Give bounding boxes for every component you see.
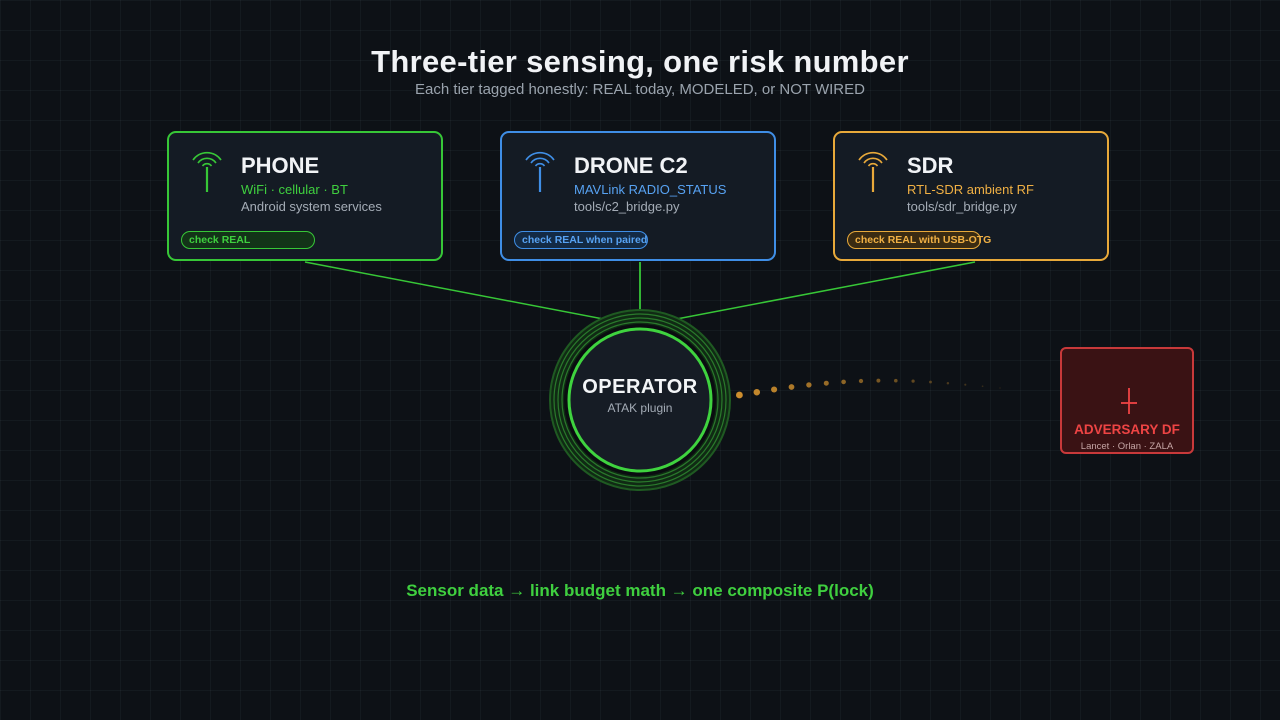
status-badge: check REAL [181,231,315,249]
diagram-subtitle: Each tier tagged honestly: REAL today, M… [415,81,865,98]
tier-detail: tools/c2_bridge.py [574,199,680,214]
tier-name: PHONE [241,153,320,178]
emission-dot [841,379,846,385]
tier-name: DRONE C2 [574,153,688,178]
tier-sources: WiFi · cellular · BT [241,182,348,197]
emission-dot [999,387,1001,389]
emission-dot [735,391,743,399]
emission-dots [718,378,1001,402]
tier-card-phone: PHONE WiFi · cellular · BT Android syste… [167,131,443,261]
tier-card-sdr: SDR RTL-SDR ambient RF tools/sdr_bridge.… [833,131,1109,261]
emission-dot [946,381,950,385]
adversary-label: ADVERSARY DF [1074,422,1180,437]
operator-label: OPERATOR [582,376,698,398]
antenna-icon [858,151,888,192]
tier-card-drone-c2: DRONE C2 MAVLink RADIO_STATUS tools/c2_b… [500,131,776,261]
operator-subtitle: ATAK plugin [607,401,673,415]
antenna-icon [525,151,555,192]
emission-dot [981,385,984,388]
diagram-title: Three-tier sensing, one risk number [371,44,909,79]
tier-sources: MAVLink RADIO_STATUS [574,182,727,197]
emission-dot [806,382,812,388]
adversary-df-box: ADVERSARY DF Lancet · Orlan · ZALA [1060,347,1194,454]
phone-to-operator-line [304,261,641,327]
emission-dot [894,378,898,383]
tier-name: SDR [907,153,954,178]
tier-sources: RTL-SDR ambient RF [907,182,1034,197]
operator-node: OPERATOR ATAK plugin [548,308,732,492]
status-badge: check REAL when paired [514,231,648,249]
antenna-icon [192,151,222,192]
crosshair-icon [1121,388,1137,414]
sdr-to-operator-line [639,261,976,327]
emission-dot [753,388,761,396]
emission-dot [911,379,915,383]
tier-detail: Android system services [241,199,382,214]
pipeline-caption: Sensor data → link budget math → one com… [406,581,874,600]
emission-dot [876,378,881,383]
tier-detail: tools/sdr_bridge.py [907,199,1017,214]
emission-dot [964,383,967,386]
emission-dot [788,384,795,390]
status-badge: check REAL with USB-OTG [847,231,991,249]
emission-dot [771,386,778,393]
adversary-subtitle: Lancet · Orlan · ZALA [1080,441,1174,452]
operator-rings [549,309,731,491]
emission-dot [823,380,829,386]
emission-dot [858,378,864,384]
emission-dot [929,380,932,384]
